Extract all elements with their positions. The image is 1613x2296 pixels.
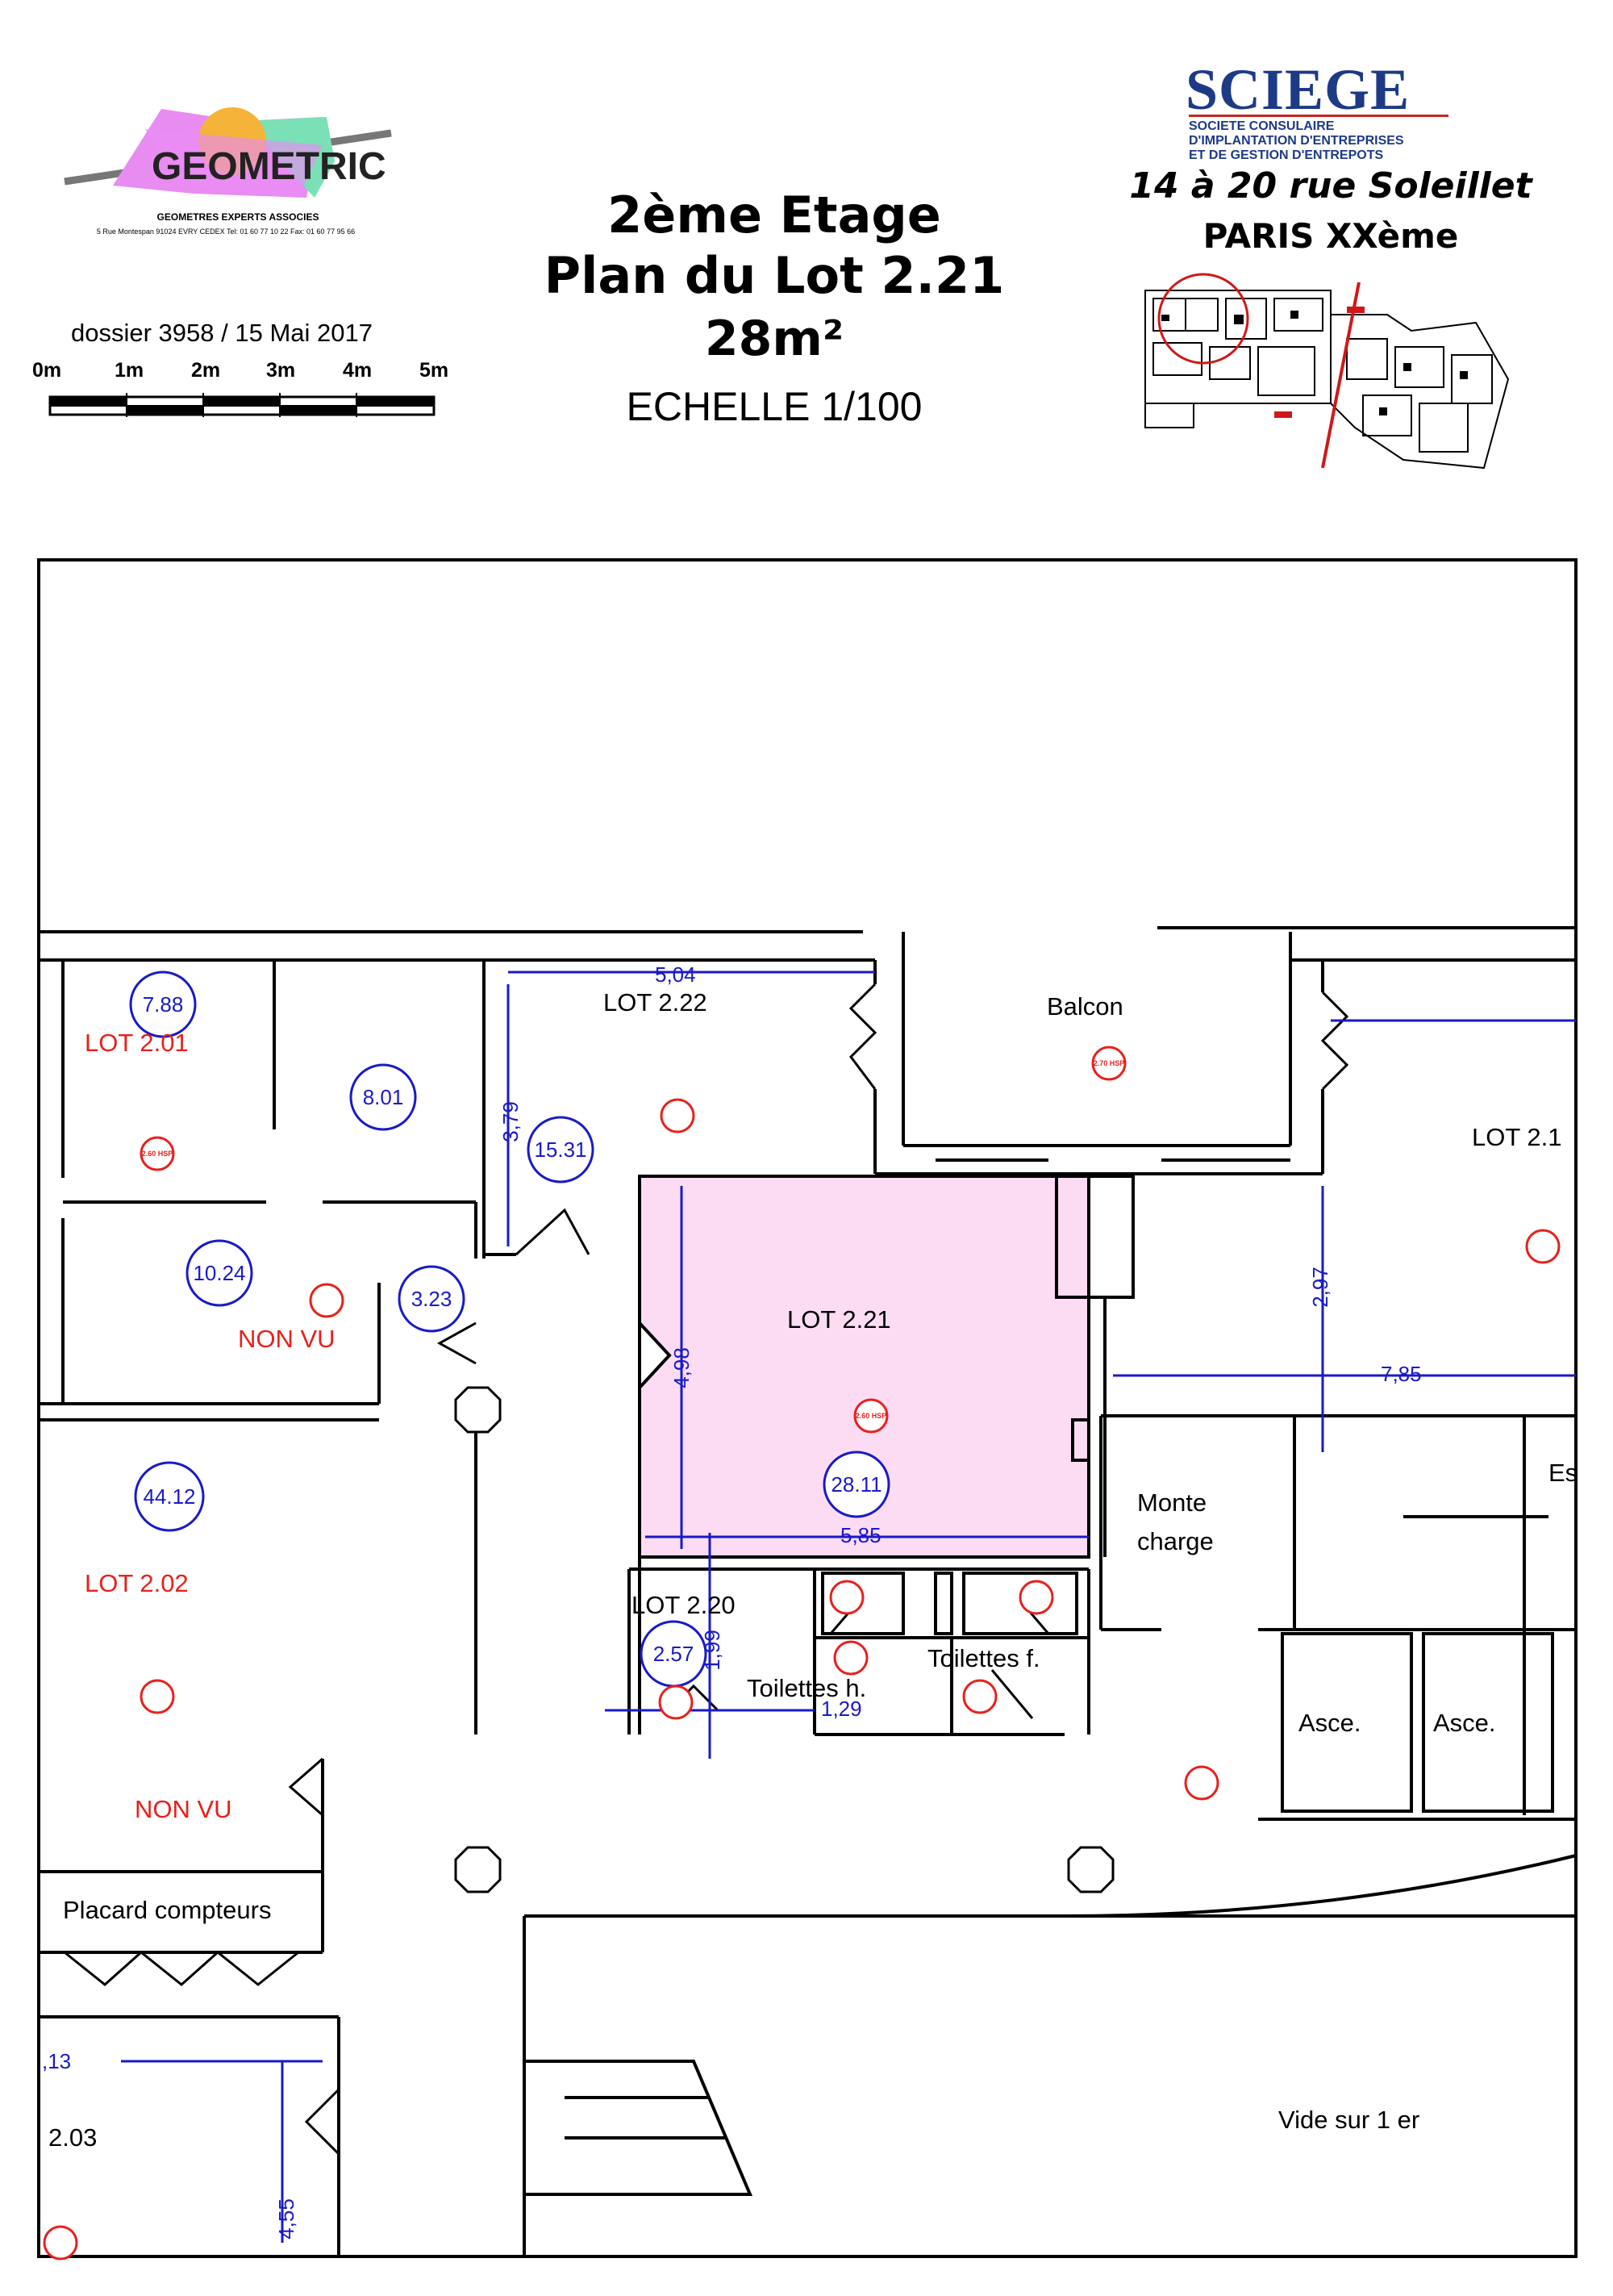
dimension-label: 2,97 — [1307, 1267, 1332, 1308]
scale-label: 0m — [32, 359, 62, 382]
plan-title: Plan du Lot 2.21 — [544, 246, 1005, 305]
scale-title: ECHELLE 1/100 — [626, 384, 923, 429]
scale-bar-graphic — [48, 393, 436, 417]
scale-label: 2m — [191, 359, 221, 382]
room-label: Vide sur 1 er — [1278, 2106, 1420, 2134]
area-value: 7.88 — [142, 992, 184, 1017]
dimension-label: 7,85 — [1381, 1362, 1422, 1386]
columns — [454, 1386, 1115, 1893]
svg-text:2.60 HSP: 2.60 HSP — [142, 1150, 173, 1158]
scale-label: 5m — [419, 359, 449, 382]
area-value: 8.01 — [362, 1085, 404, 1109]
hsp-markers — [43, 1046, 1561, 2261]
dossier-text: dossier 3958 / 15 Mai 2017 — [71, 319, 373, 347]
geometric-logo: GEOMETRIC GEOMETRES EXPERTS ASSOCIES 5 R… — [56, 89, 395, 250]
room-label: Monte — [1137, 1488, 1207, 1517]
scale-bar: 0m 1m 2m 3m 4m 5m — [32, 359, 460, 432]
geometric-logo-text: GEOMETRIC — [152, 145, 386, 188]
non-vu-label: NON VU — [238, 1325, 336, 1353]
key-plan-thumbnail — [1144, 273, 1510, 470]
area-value: 3.23 — [411, 1287, 452, 1311]
svg-text:2.70 HSP: 2.70 HSP — [1094, 1059, 1125, 1067]
sciege-line1: SOCIETE CONSULAIRE — [1189, 119, 1335, 133]
dimension-label: ,13 — [42, 2049, 72, 2073]
dimension-label: 4,55 — [273, 2198, 298, 2240]
room-label: charge — [1137, 1527, 1214, 1555]
geometric-logo-graphic: GEOMETRIC — [64, 107, 392, 198]
scale-label: 3m — [266, 359, 296, 382]
dimension-label: 5,04 — [655, 962, 696, 987]
lot-label: 2.03 — [48, 2123, 98, 2152]
dimension-label: 3,79 — [498, 1101, 523, 1142]
area-value: 10.24 — [193, 1261, 246, 1285]
sciege-logo: SCIEGE SOCIETE CONSULAIRE D'IMPLANTATION… — [1186, 56, 1468, 162]
area-circles — [129, 971, 890, 1688]
lot-label: LOT 2.21 — [787, 1305, 891, 1334]
area-value: 15.31 — [534, 1138, 587, 1162]
dimension-label: 1,29 — [821, 1697, 862, 1721]
room-label: Asce. — [1298, 1709, 1361, 1737]
sciege-logo-text: SCIEGE — [1186, 57, 1411, 122]
dimension-label: 4,98 — [669, 1347, 694, 1388]
lot-label: LOT 2.20 — [631, 1591, 736, 1619]
room-label: Balcon — [1047, 992, 1123, 1021]
lot-label: LOT 2.1 — [1472, 1123, 1562, 1151]
svg-text:2.60 HSP: 2.60 HSP — [856, 1412, 887, 1420]
area-value: 28.11 — [831, 1472, 882, 1497]
dimension-label: 5,85 — [840, 1523, 882, 1547]
room-label: Asce. — [1433, 1709, 1496, 1737]
room-label: Es — [1548, 1459, 1576, 1487]
scale-label: 1m — [115, 359, 144, 382]
dimension-label: 1,99 — [699, 1630, 724, 1671]
city-address: PARIS XXème — [1202, 216, 1459, 256]
sciege-line2: D'IMPLANTATION D'ENTREPRISES — [1189, 134, 1404, 148]
area-title: 28m² — [704, 311, 844, 367]
sciege-line3: ET DE GESTION D'ENTREPOTS — [1189, 148, 1384, 162]
lot-label: LOT 2.01 — [85, 1029, 189, 1057]
geometric-address: 5 Rue Montespan 91024 EVRY CEDEX Tel: 01… — [96, 228, 356, 236]
non-vu-label: NON VU — [135, 1795, 232, 1823]
lot-label: LOT 2.22 — [603, 988, 707, 1017]
area-value: 44.12 — [143, 1484, 196, 1509]
floor-title: 2ème Etage — [607, 186, 941, 244]
room-label: Placard compteurs — [63, 1896, 272, 1924]
scale-label: 4m — [343, 359, 373, 382]
dimension-lines — [121, 971, 1576, 2243]
lot-label: LOT 2.02 — [85, 1569, 189, 1597]
geometric-subtitle: GEOMETRES EXPERTS ASSOCIES — [156, 211, 319, 223]
area-value: 2.57 — [652, 1642, 694, 1666]
room-label: Toilettes f. — [927, 1644, 1040, 1672]
street-address: 14 à 20 rue Soleillet — [1129, 165, 1532, 207]
room-label: Toilettes h. — [747, 1674, 867, 1702]
hsp-marker-labels: 2.60 HSP 2.70 HSP 2.60 HSP — [142, 1059, 1125, 1420]
sciege-underline — [1189, 115, 1448, 117]
walls — [37, 926, 1577, 2256]
